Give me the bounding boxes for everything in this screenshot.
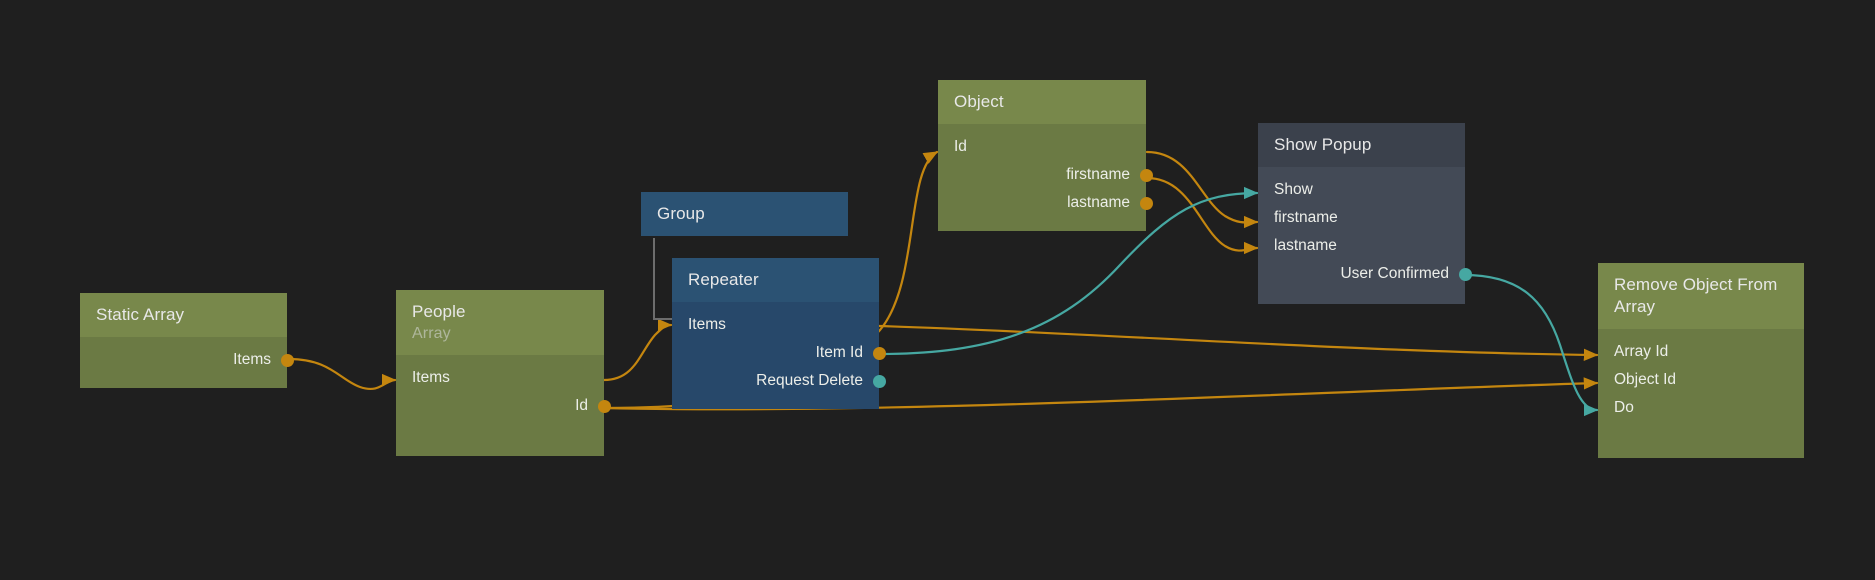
node-header-object[interactable]: Object — [938, 80, 1146, 124]
node-title: People — [412, 302, 466, 321]
port-dot-signal-icon[interactable] — [1458, 267, 1472, 281]
input-port-array-id[interactable]: Array Id — [1598, 338, 1804, 366]
port-label: Items — [412, 369, 450, 386]
port-dot-data-icon[interactable] — [1139, 196, 1153, 210]
port-label: User Confirmed — [1340, 265, 1449, 282]
node-header-remove-object-from-array[interactable]: Remove Object From Array — [1598, 263, 1804, 329]
port-dot-data-icon[interactable] — [872, 346, 886, 360]
port-label: Array Id — [1614, 343, 1669, 360]
group-child-bracket — [653, 238, 672, 320]
output-port-item-id[interactable]: Item Id — [672, 339, 886, 367]
edge-object-lastname-to-popup-lastname[interactable] — [1145, 176, 1259, 255]
edge-repeater-itemid-to-removearray-arrayid[interactable] — [877, 324, 1599, 361]
port-label: firstname — [1066, 166, 1130, 183]
node-title: Object — [954, 92, 1004, 111]
port-label: Do — [1614, 399, 1634, 416]
port-label: Id — [954, 138, 967, 155]
node-title: Group — [657, 204, 705, 223]
node-group[interactable]: Group — [641, 192, 848, 238]
edge-people-items-to-repeater-items[interactable] — [602, 318, 673, 382]
edge-popup-userconfirmed-to-removearray-do[interactable] — [1462, 273, 1599, 417]
node-subtitle: Array — [412, 325, 451, 342]
port-label: Items — [233, 351, 271, 368]
input-port-items[interactable]: Items — [396, 364, 604, 392]
port-label: firstname — [1274, 209, 1338, 226]
node-header-repeater[interactable]: Repeater — [672, 258, 879, 302]
output-port-user-confirmed[interactable]: User Confirmed — [1258, 260, 1472, 288]
input-port-do[interactable]: Do — [1598, 394, 1804, 422]
output-port-items[interactable]: Items — [80, 346, 294, 374]
node-header-show-popup[interactable]: Show Popup — [1258, 123, 1465, 167]
port-label: Object Id — [1614, 371, 1677, 388]
port-label: lastname — [1067, 194, 1130, 211]
node-title: Static Array — [96, 305, 185, 324]
node-header-group[interactable]: Group — [641, 192, 848, 236]
node-title: Remove Object From Array — [1614, 275, 1778, 316]
output-port-id[interactable]: Id — [396, 392, 611, 420]
port-dot-signal-icon[interactable] — [872, 374, 886, 388]
edge-object-firstname-to-popup-firstname[interactable] — [1145, 150, 1259, 229]
node-body-object: Id firstname lastname — [938, 124, 1153, 231]
port-dot-data-icon[interactable] — [280, 353, 294, 367]
port-label: Request Delete — [756, 372, 863, 389]
input-port-show[interactable]: Show — [1258, 176, 1465, 204]
output-port-request-delete[interactable]: Request Delete — [672, 367, 886, 395]
node-title: Repeater — [688, 270, 759, 289]
node-title: Show Popup — [1274, 135, 1372, 154]
edge-static-items-to-people-items[interactable] — [287, 357, 397, 390]
port-label: Item Id — [815, 344, 863, 361]
input-port-lastname[interactable]: lastname — [1258, 232, 1465, 260]
input-port-firstname[interactable]: firstname — [1258, 204, 1465, 232]
output-port-firstname[interactable]: firstname — [938, 161, 1153, 189]
port-dot-data-icon[interactable] — [597, 399, 611, 413]
port-label: lastname — [1274, 237, 1337, 254]
input-port-id[interactable]: Id — [938, 133, 1146, 161]
port-label: Id — [575, 397, 588, 414]
port-label: Items — [688, 316, 726, 333]
node-body-remove-object-from-array: Array Id Object Id Do — [1598, 329, 1804, 458]
output-port-lastname[interactable]: lastname — [938, 189, 1153, 217]
port-dot-data-icon[interactable] — [1139, 168, 1153, 182]
port-label: Show — [1274, 181, 1313, 198]
node-header-static-array[interactable]: Static Array — [80, 293, 287, 337]
input-port-items[interactable]: Items — [672, 311, 879, 339]
node-body-static-array: Items — [80, 337, 294, 388]
input-port-object-id[interactable]: Object Id — [1598, 366, 1804, 394]
